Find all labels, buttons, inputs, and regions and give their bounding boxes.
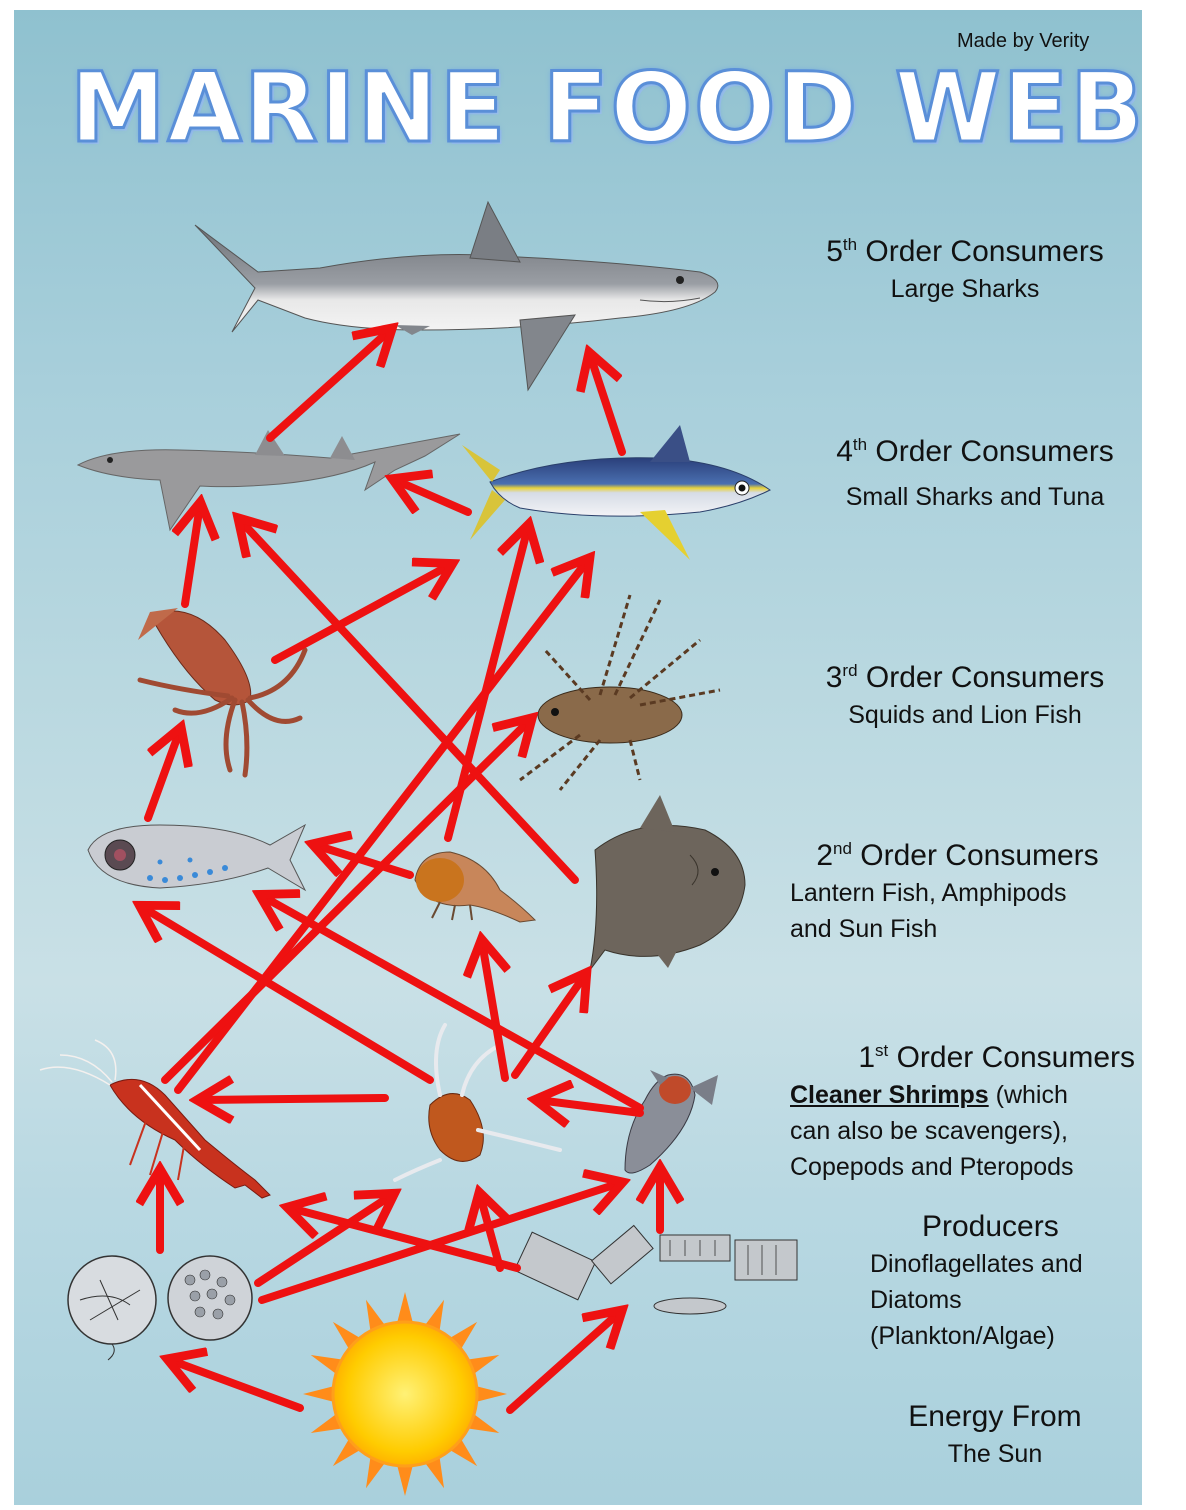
arrow-tuna-to-small-shark (395, 480, 472, 516)
sun-ray (397, 1292, 413, 1323)
arrow-pteropod-to-copepod (538, 1100, 644, 1113)
arrow-dinoflagellates-to-pteropod (258, 1183, 620, 1304)
diatom-chain-icon (513, 1224, 798, 1315)
producers-label: Producers Dinoflagellates and Diatoms (P… (870, 1210, 1083, 1350)
arrow-squid-to-tuna (271, 565, 450, 664)
great-white-shark-icon (194, 200, 719, 392)
amphipod-icon (414, 851, 537, 923)
sun-ray (397, 1465, 413, 1496)
arrow-amphipod-to-lanternfish (315, 845, 414, 879)
sun-ray (310, 1354, 342, 1374)
level-1-label: 1st Order Consumers Cleaner Shrimps (whi… (790, 1041, 1135, 1181)
sun-ray (476, 1386, 507, 1402)
sun-ray (468, 1354, 500, 1374)
arrow-amphipod-to-tuna (444, 527, 528, 842)
arrow-diatoms-to-shrimp (290, 1208, 521, 1272)
arrow-squid-to-small-shark (185, 505, 200, 608)
arrow-copepod-to-shrimp (200, 1098, 389, 1100)
sun-icon (303, 1292, 507, 1496)
level-2-label: 2nd Order Consumers Lantern Fish, Amphip… (790, 839, 1099, 943)
arrow-lanternfish-to-squid (144, 730, 180, 822)
sun-ray (468, 1414, 500, 1434)
arrow-tuna-to-large-shark (590, 355, 626, 456)
sun-ray (425, 1299, 445, 1331)
feeding-arrows (142, 330, 660, 1414)
arrow-diatoms-to-copepod (480, 1195, 500, 1272)
lanternfish-icon (87, 823, 307, 892)
dinoflagellate-icon (67, 1255, 253, 1361)
sun-ray (365, 1457, 385, 1489)
cleaner-shrimps-emphasis: Cleaner Shrimps (790, 1081, 989, 1109)
arrow-sun-to-dinoflagellates (170, 1360, 304, 1412)
copepod-icon (393, 1023, 562, 1182)
author-credit: Made by Verity (957, 30, 1090, 52)
tuna-icon (462, 425, 771, 560)
level-5-label: 5th Order Consumers Large Sharks (826, 235, 1104, 303)
arrow-copepod-to-sunfish (511, 975, 585, 1079)
arrow-sun-to-diatoms (506, 1312, 620, 1414)
arrow-copepod-to-amphipod (482, 942, 505, 1082)
arrow-small-shark-to-large-shark (266, 330, 390, 442)
sun-ray (365, 1299, 385, 1331)
arrow-shrimp-to-lionfish (161, 720, 530, 1084)
lionfish-icon (519, 594, 721, 791)
level-4-label: 4th Order Consumers Small Sharks and Tun… (836, 435, 1114, 511)
sun-ray (310, 1414, 342, 1434)
pteropod-icon (624, 1070, 718, 1174)
sun-ray (303, 1386, 334, 1402)
arrow-copepod-to-lanternfish (142, 907, 434, 1084)
squid-icon (137, 608, 308, 778)
arrow-sunfish-to-small-shark (240, 520, 579, 884)
level-3-label: 3rd Order Consumers Squids and Lion Fish (825, 661, 1105, 729)
arrow-dinoflagellates-to-copepod (254, 1195, 392, 1287)
cleaner-shrimp-icon (39, 1039, 271, 1199)
sunfish-icon (589, 795, 746, 971)
arrow-pteropod-to-lanternfish (262, 896, 644, 1112)
energy-label: Energy From The Sun (908, 1400, 1082, 1468)
sun-ray (425, 1457, 445, 1489)
page-title: MARINE FOOD WEB (69, 51, 1146, 166)
